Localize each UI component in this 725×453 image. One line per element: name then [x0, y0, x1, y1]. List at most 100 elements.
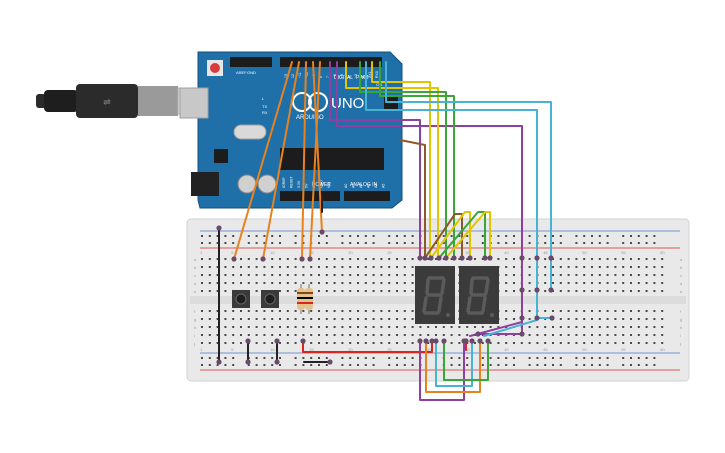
row-letter-left: c: [194, 273, 196, 278]
wire-endpoint[interactable]: [231, 256, 237, 262]
usb-cable[interactable]: ⇌: [36, 84, 205, 118]
column-number-bottom: 15: [309, 347, 314, 352]
row-letter-left: a: [194, 257, 197, 262]
wire-purple-1[interactable]: [329, 61, 421, 259]
wire-endpoint[interactable]: [548, 287, 554, 293]
wire-orange-loop[interactable]: [425, 340, 481, 393]
usb-cable-boot: [44, 90, 78, 112]
power-jack: [191, 172, 219, 196]
wire-green-2[interactable]: [379, 61, 455, 259]
wire-endpoint[interactable]: [443, 255, 449, 261]
wire-yellow-1[interactable]: [345, 61, 439, 259]
column-number-bottom: 45: [543, 347, 548, 352]
wire-endpoint[interactable]: [469, 338, 475, 344]
wire-green-loop[interactable]: [443, 340, 489, 381]
wire-endpoint[interactable]: [534, 315, 540, 321]
wire-endpoint[interactable]: [482, 255, 488, 261]
board-pin-label: ~10: [305, 72, 309, 78]
wire-endpoint[interactable]: [459, 255, 465, 261]
wire-red-1[interactable]: [302, 340, 433, 353]
row-letter-right: h: [680, 325, 682, 330]
board-pin-label: RESET: [290, 175, 294, 188]
wire-endpoint[interactable]: [299, 256, 305, 262]
wire-endpoint[interactable]: [436, 255, 442, 261]
wire-endpoint[interactable]: [319, 229, 325, 235]
wire-endpoint[interactable]: [441, 338, 447, 344]
wire-endpoint[interactable]: [534, 287, 540, 293]
seven-segment-display-2[interactable]: 8: [459, 266, 499, 337]
column-number-top: 55: [621, 250, 626, 255]
wire-brown-board[interactable]: [399, 139, 426, 259]
wire-endpoint[interactable]: [216, 359, 222, 365]
wire-endpoint[interactable]: [300, 338, 306, 344]
arduino-uno-board[interactable]: UNO ARDUINO DIGITAL PWM~ POWER ANALOG IN…: [179, 51, 403, 209]
pushbutton-1-cap[interactable]: [235, 293, 247, 305]
row-letter-right: i: [680, 333, 681, 338]
wire-yellow-3[interactable]: [430, 211, 471, 259]
wire-endpoint[interactable]: [433, 338, 439, 344]
usb-icon: ⇌: [103, 97, 111, 107]
board-pin-label: A2: [359, 184, 363, 188]
resistor-1-band-2: [297, 297, 305, 299]
wire-endpoint[interactable]: [534, 255, 540, 261]
wire-orange-5[interactable]: [309, 61, 321, 260]
column-number-bottom: 25: [387, 347, 392, 352]
wire-endpoint[interactable]: [463, 338, 469, 344]
wire-endpoint[interactable]: [487, 255, 493, 261]
wire-green-3[interactable]: [438, 211, 486, 259]
pushbutton-1[interactable]: [232, 290, 250, 308]
column-number-bottom: 1: [200, 347, 203, 352]
wire-endpoint[interactable]: [519, 255, 525, 261]
wire-endpoint[interactable]: [422, 255, 428, 261]
board-pin-label: A0: [344, 184, 348, 188]
wire-endpoint[interactable]: [245, 338, 251, 344]
wire-endpoint[interactable]: [216, 225, 222, 231]
wire-endpoint[interactable]: [485, 338, 491, 344]
wire-endpoint[interactable]: [475, 331, 481, 337]
board-pin-label: 3.3V: [297, 180, 301, 188]
wire-endpoint[interactable]: [307, 256, 313, 262]
wire-orange-1[interactable]: [233, 61, 293, 260]
column-number-bottom: 5: [231, 347, 234, 352]
wire-orange-3[interactable]: [301, 61, 307, 260]
wire-endpoint[interactable]: [429, 338, 435, 344]
board-pin-label: 2: [361, 76, 365, 78]
row-letter-right: e: [680, 289, 683, 294]
resistor-1-band-3: [297, 302, 305, 304]
resistor-2[interactable]: [305, 284, 313, 314]
wire-brown-display[interactable]: [424, 213, 463, 259]
wire-cyan-loop[interactable]: [435, 340, 473, 387]
wire-endpoint[interactable]: [417, 338, 423, 344]
wire-green-1[interactable]: [359, 61, 447, 259]
wire-orange-2[interactable]: [262, 61, 300, 260]
wire-endpoint[interactable]: [274, 359, 280, 365]
capacitor-2: [257, 174, 277, 194]
wire-yellow-4[interactable]: [445, 211, 491, 259]
wire-endpoint[interactable]: [245, 359, 251, 365]
wire-endpoint[interactable]: [274, 338, 280, 344]
seven-segment-display-1[interactable]: 8: [415, 266, 455, 337]
resistor-1[interactable]: [297, 284, 305, 314]
pushbutton-2-cap[interactable]: [264, 293, 276, 305]
wire-orange-4[interactable]: [312, 61, 323, 233]
wire-endpoint[interactable]: [467, 255, 473, 261]
wire-endpoint[interactable]: [327, 359, 333, 365]
wire-cyan-2[interactable]: [385, 61, 552, 259]
wire-endpoint[interactable]: [549, 315, 555, 321]
wire-endpoint[interactable]: [451, 255, 457, 261]
reset-button[interactable]: [210, 63, 220, 73]
wire-endpoint[interactable]: [477, 338, 483, 344]
pushbutton-2[interactable]: [261, 290, 279, 308]
wire-yellow-2[interactable]: [371, 61, 431, 259]
wire-endpoint[interactable]: [519, 287, 525, 293]
wire-purple-loop[interactable]: [419, 340, 465, 401]
wire-cyan-1[interactable]: [365, 61, 538, 259]
wire-cyan-diag[interactable]: [483, 319, 538, 337]
wire-endpoint[interactable]: [548, 255, 554, 261]
wire-endpoint[interactable]: [423, 338, 429, 344]
wire-endpoint[interactable]: [519, 331, 525, 337]
wire-endpoint[interactable]: [417, 255, 423, 261]
wire-endpoint[interactable]: [519, 315, 525, 321]
wire-endpoint[interactable]: [260, 256, 266, 262]
wire-endpoint[interactable]: [428, 255, 434, 261]
